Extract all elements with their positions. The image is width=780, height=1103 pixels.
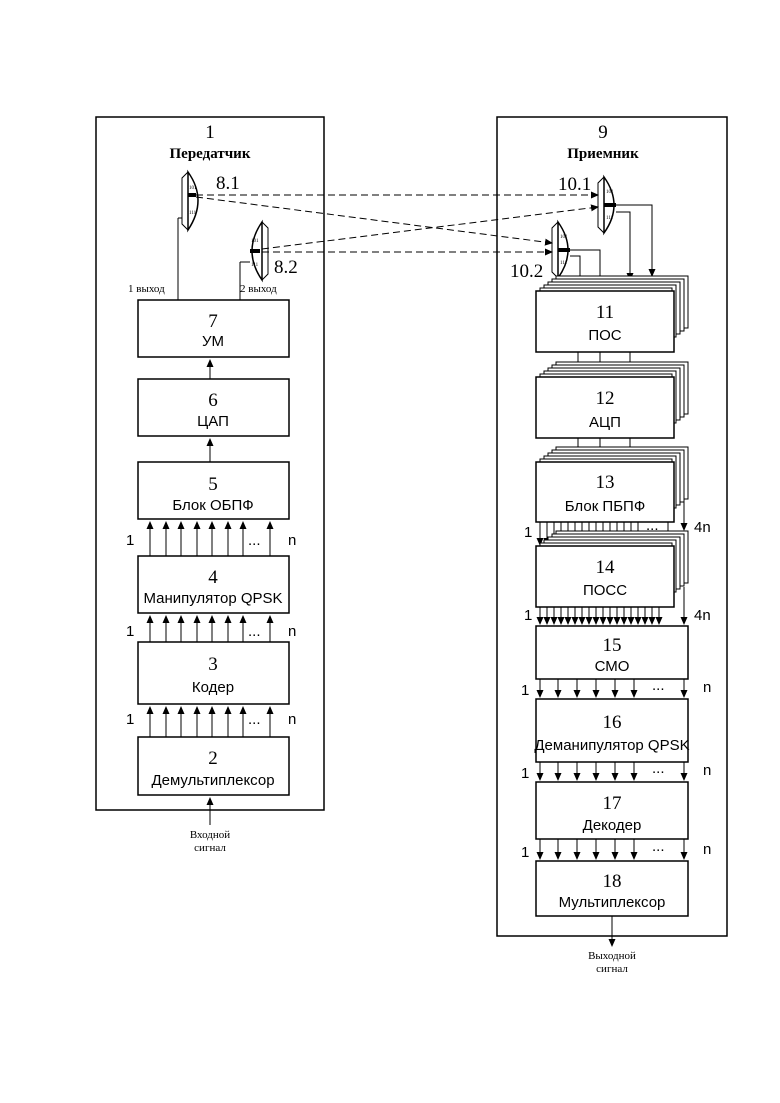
bus-ellipsis: ... [652, 838, 665, 855]
block-17: 17 Декодер [536, 782, 688, 839]
bus-first-label: 1 [521, 682, 529, 699]
bus-last-label: n [288, 532, 296, 549]
block-11: 11 ПОС [536, 276, 688, 352]
block-18: 18 Мультиплексор [536, 861, 688, 916]
antenna-mark-bottom: 111 [189, 211, 197, 216]
output-1-label: 1 выход [128, 283, 165, 295]
antenna-mark-top: 101 [560, 235, 568, 240]
bus-first-label: 1 [521, 765, 529, 782]
block-6-number: 6 [208, 390, 218, 411]
bus-first-label: 1 [524, 607, 532, 624]
block-18-label: Мультиплексор [559, 894, 666, 911]
bus-first-label: 1 [521, 844, 529, 861]
output-2-label: 2 выход [240, 283, 277, 295]
antenna-mark-bottom: 111 [251, 263, 259, 268]
input-signal-label: Входной [190, 829, 230, 841]
bus-last-label: n [288, 711, 296, 728]
antenna-mark-top: 101 [251, 239, 259, 244]
block-16-number: 16 [603, 712, 622, 733]
antenna-8-1-label: 8.1 [216, 173, 240, 194]
block-6-label: ЦАП [197, 413, 229, 430]
transmitter-title: Передатчик [170, 146, 251, 162]
bus-last-label: n [703, 762, 711, 779]
antenna-8-2: 101 111 [250, 222, 268, 280]
link-8-1-to-10-2 [196, 197, 552, 243]
antenna-mark-top: 101 [606, 190, 614, 195]
block-17-number: 17 [603, 793, 622, 814]
bus-last-label: n [703, 679, 711, 696]
block-2-number: 2 [208, 748, 218, 769]
bus-ellipsis: ... [248, 711, 261, 728]
block-6: 6 ЦАП [138, 379, 289, 436]
bus-ellipsis: ... [652, 677, 665, 694]
block-3: 3 Кодер [138, 642, 289, 704]
block-13-label: Блок ПБПФ [565, 498, 645, 515]
block-15: 15 СМО [536, 626, 688, 679]
antenna-10-1-label: 10.1 [558, 174, 591, 195]
block-3-label: Кодер [192, 679, 234, 696]
block-13: 13 Блок ПБПФ [536, 447, 688, 522]
block-7-number: 7 [208, 311, 218, 332]
block-5-number: 5 [208, 474, 218, 495]
antenna-10-2: 101 111 [552, 222, 570, 278]
bus-last-label: n [703, 841, 711, 858]
receiver: 9 Приемник 101 111 10.1 101 111 10.2 [497, 117, 727, 975]
block-7-label: УМ [202, 333, 224, 350]
receiver-title: Приемник [567, 146, 639, 162]
antenna-10-2-label: 10.2 [510, 261, 543, 282]
antenna-8-2-label: 8.2 [274, 257, 298, 278]
bus-last-label: n [288, 623, 296, 640]
block-12: 12 АЦП [536, 362, 688, 438]
block-12-number: 12 [596, 388, 615, 409]
block-14: 14 ПОСС [536, 531, 688, 607]
transmitter-number: 1 [205, 122, 215, 143]
block-18-number: 18 [603, 871, 622, 892]
block-11-label: ПОС [588, 327, 621, 344]
antenna-mark-top: 101 [189, 186, 197, 191]
bus-3-to-4: 1 ... n [126, 616, 296, 642]
block-4-number: 4 [208, 567, 218, 588]
block-14-number: 14 [596, 557, 616, 578]
receiver-number: 9 [598, 122, 608, 143]
block-5-label: Блок ОБПФ [172, 497, 253, 514]
block-14-label: ПОСС [583, 582, 627, 599]
block-4: 4 Манипулятор QPSK [138, 556, 289, 613]
block-4-label: Манипулятор QPSK [143, 590, 282, 607]
bus-first-label: 1 [126, 711, 134, 728]
bus-4-to-5: 1 ... n [126, 522, 296, 556]
block-2-label: Демультиплексор [151, 772, 274, 789]
transmitter: 1 Передатчик 101 111 8.1 101 111 8.2 1 в… [96, 117, 324, 854]
block-13-number: 13 [596, 472, 615, 493]
antenna-10-1: 101 111 [598, 177, 616, 233]
bus-first-label: 1 [126, 532, 134, 549]
antenna-mark-bottom: 111 [560, 261, 568, 266]
block-3-number: 3 [208, 654, 218, 675]
block-7: 7 УМ [138, 300, 289, 357]
output-signal-label-2: сигнал [596, 963, 628, 975]
block-12-label: АЦП [589, 414, 621, 431]
block-5: 5 Блок ОБПФ [138, 462, 289, 519]
block-2: 2 Демультиплексор [138, 737, 289, 795]
block-16: 16 Деманипулятор QPSK [534, 699, 689, 762]
bus-ellipsis: ... [652, 760, 665, 777]
block-15-label: СМО [595, 658, 630, 675]
input-signal-label-2: сигнал [194, 842, 226, 854]
block-17-label: Декодер [583, 817, 642, 834]
bus-ellipsis: ... [248, 532, 261, 549]
bus-first-label: 1 [126, 623, 134, 640]
bus-2-to-3: 1 ... n [126, 707, 296, 737]
bus-last-label: 4n [694, 519, 711, 536]
bus-ellipsis: ... [248, 623, 261, 640]
block-16-label: Деманипулятор QPSK [534, 737, 689, 754]
block-11-number: 11 [596, 302, 614, 323]
antenna-mark-bottom: 111 [606, 216, 614, 221]
antenna-8-1: 101 111 [182, 172, 198, 230]
block-15-number: 15 [603, 635, 622, 656]
bus-last-label: 4n [694, 607, 711, 624]
output-signal-label: Выходной [588, 950, 636, 962]
bus-first-label: 1 [524, 524, 532, 541]
